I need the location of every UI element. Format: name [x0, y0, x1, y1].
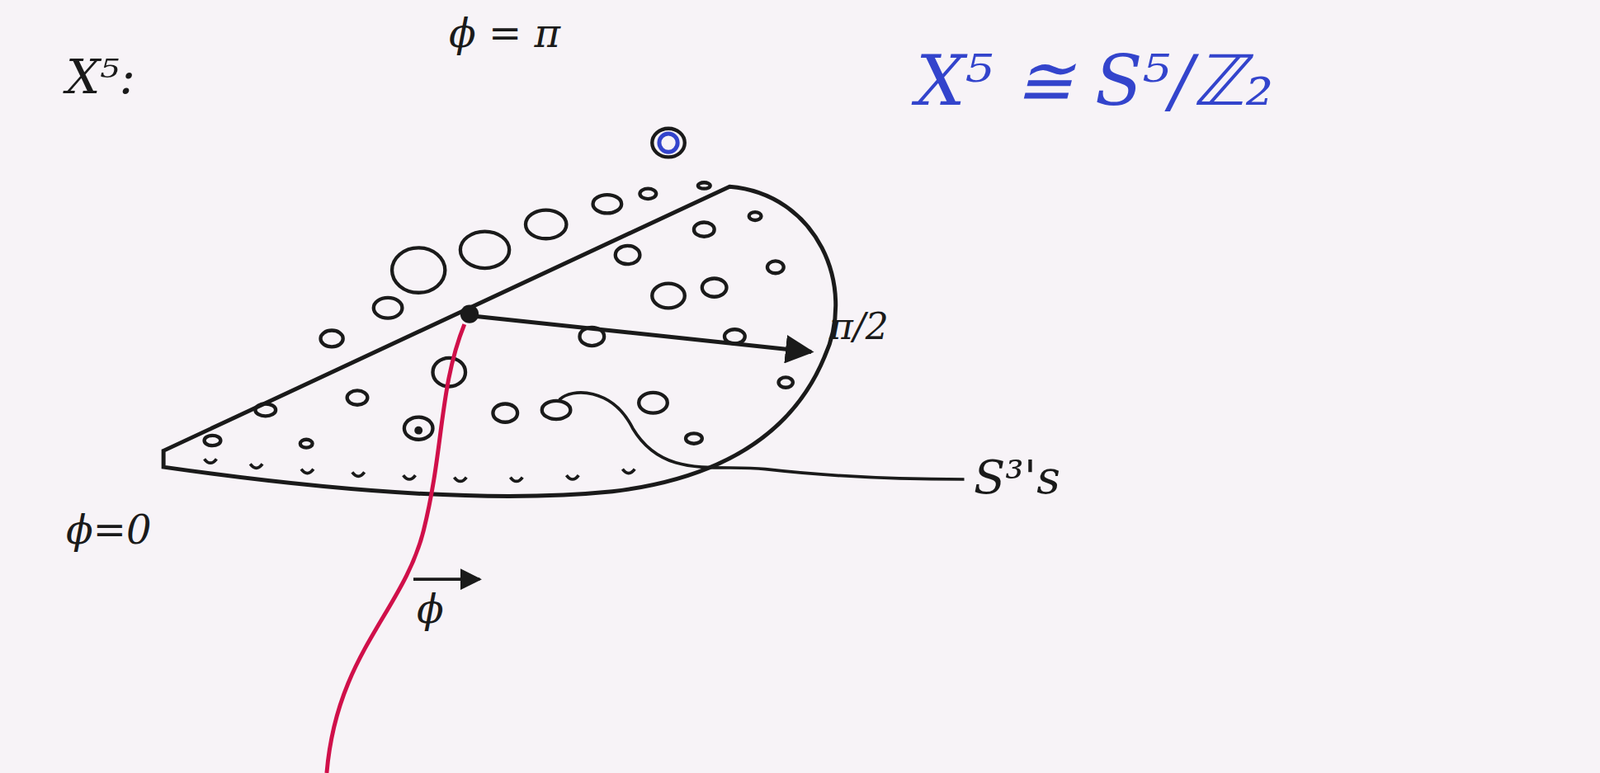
wedge-outline [163, 186, 836, 496]
angle-label: ϕ = π [448, 11, 561, 56]
identification-note: X⁵ ≅ S⁵/ℤ₂ [915, 42, 1274, 119]
edge-ticks [204, 458, 636, 482]
space-label: X⁵: [66, 51, 136, 104]
angle-label: ϕ=0 [66, 508, 152, 553]
fiber-label: S³'s [973, 452, 1061, 504]
red-curve [326, 324, 465, 773]
phi-arrow [413, 577, 480, 581]
coordinate-label: ϕ [416, 587, 444, 632]
leader-line [559, 392, 965, 480]
centre-point [460, 305, 479, 324]
angle-label: π/2 [829, 306, 889, 347]
dot [414, 426, 423, 435]
radial-arrow [474, 316, 812, 352]
blue-circle [659, 133, 678, 152]
s3-circles [204, 128, 793, 449]
